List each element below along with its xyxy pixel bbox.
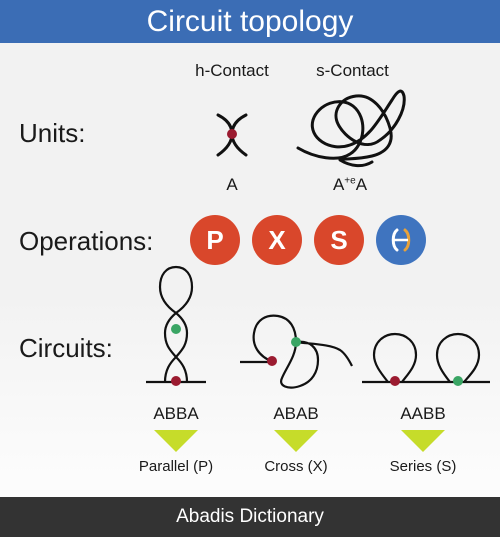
cross-arrow: [274, 430, 318, 452]
bracket-swap-icon: [391, 228, 411, 252]
series-circuit-icon: [362, 332, 490, 384]
parallel-name: Parallel (P): [138, 458, 214, 475]
parallel-code: ABBA: [153, 404, 199, 423]
operation-swap: [376, 215, 426, 265]
cross-green-dot: [291, 337, 301, 347]
h-contact-dot: [227, 129, 237, 139]
circuits-label: Circuits:: [19, 333, 113, 363]
series-green-dot: [453, 376, 463, 386]
operations-label: Operations:: [19, 226, 154, 256]
s-contact-icon: [296, 89, 406, 168]
cross-circuit-icon: [240, 314, 353, 389]
cross-red-dot: [267, 356, 277, 366]
series-arrow: [401, 430, 445, 452]
parallel-red-dot: [171, 376, 181, 386]
cross-code: ABAB: [273, 404, 319, 423]
operation-series: S: [314, 215, 364, 265]
operation-parallel: P: [190, 215, 240, 265]
cross-name: Cross (X): [264, 458, 328, 475]
s-contact-label: A+eA: [332, 175, 368, 194]
parallel-green-dot: [171, 324, 181, 334]
series-code: AABB: [400, 404, 446, 423]
parallel-arrow: [154, 430, 198, 452]
footer-caption: Abadis Dictionary: [0, 497, 500, 537]
units-label: Units:: [19, 118, 86, 148]
operation-cross: X: [252, 215, 302, 265]
h-contact-header: h-Contact: [195, 61, 269, 80]
series-name: Series (S): [389, 458, 457, 475]
units-diagram: [146, 89, 490, 389]
h-contact-label: A: [226, 175, 238, 194]
s-contact-header: s-Contact: [316, 61, 389, 80]
series-red-dot: [390, 376, 400, 386]
page-title: Circuit topology: [0, 0, 500, 43]
